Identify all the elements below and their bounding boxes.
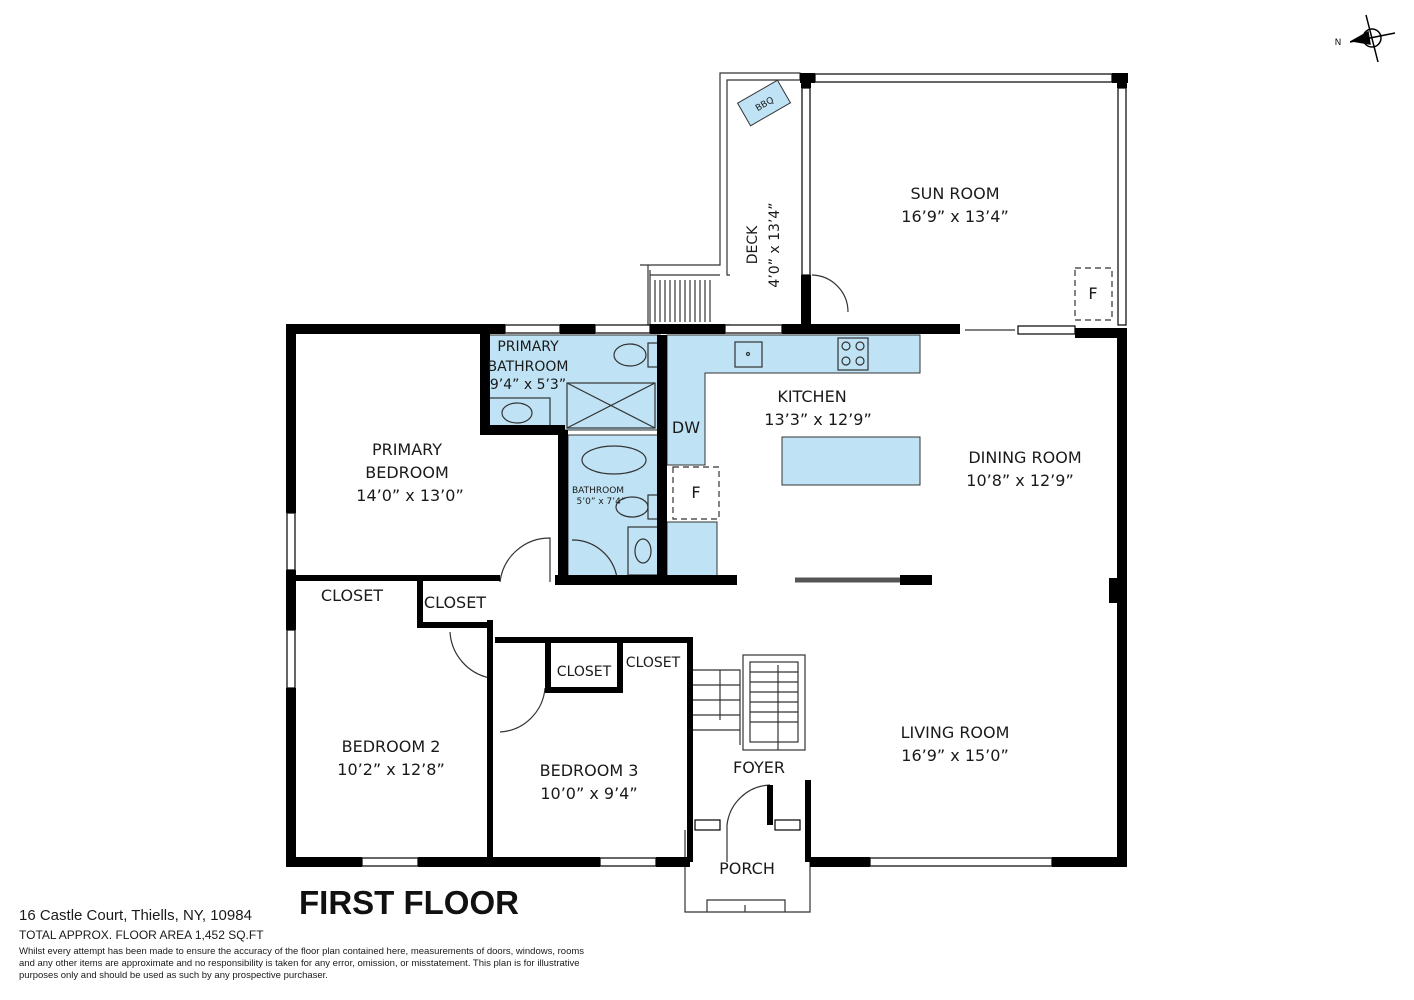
porch-label: PORCH [719, 859, 775, 878]
compass-label: N [1335, 38, 1342, 48]
primary-bathroom-name2: BATHROOM [487, 359, 568, 375]
dining-room-name: DINING ROOM [968, 448, 1081, 467]
foyer-label: FOYER [733, 758, 785, 777]
primary-bedroom-dims: 14’0” x 13’0” [356, 486, 463, 505]
sun-room-dims: 16’9” x 13’4” [901, 207, 1008, 226]
bedroom-2-dims: 10’2” x 12’8” [337, 760, 444, 779]
kitchen-dims: 13’3” x 12’9” [764, 410, 871, 429]
primary-bedroom-name1: PRIMARY [372, 440, 442, 459]
bbq-grill [736, 79, 792, 127]
compass-icon: N [1335, 14, 1396, 63]
kitchen-name: KITCHEN [777, 387, 846, 406]
closet-label: CLOSET [626, 655, 681, 671]
wet-areas [484, 79, 921, 578]
closet-label: CLOSET [424, 593, 486, 612]
total-floor-area: TOTAL APPROX. FLOOR AREA 1,452 SQ.FT [19, 928, 264, 942]
bedroom-3-dims: 10’0” x 9’4” [540, 784, 637, 803]
bathroom-name: BATHROOM [572, 486, 624, 496]
dining-room-dims: 10’8” x 12’9” [966, 471, 1073, 490]
disclaimer: Whilst every attempt has been made to en… [19, 946, 585, 981]
bathroom-dims: 5’0” x 7’4” [577, 497, 626, 507]
deck-dims: 4’0” x 13’4” [767, 202, 783, 287]
property-address: 16 Castle Court, Thiells, NY, 10984 [19, 907, 252, 924]
primary-bedroom-name2: BEDROOM [365, 463, 449, 482]
fridge-label-sunroom: F [1088, 284, 1097, 303]
primary-bathroom-name1: PRIMARY [497, 339, 559, 355]
bedroom-2-name: BEDROOM 2 [342, 737, 441, 756]
living-room-dims: 16’9” x 15’0” [901, 746, 1008, 765]
closet-label: CLOSET [557, 664, 612, 680]
sun-room-name: SUN ROOM [910, 184, 999, 203]
walls [286, 73, 1128, 867]
kitchen-island [781, 436, 921, 486]
closet-label: CLOSET [321, 586, 383, 605]
windows [286, 73, 1127, 867]
primary-bathroom-dims: 9’4” x 5’3” [490, 377, 566, 393]
bedroom-3-name: BEDROOM 3 [540, 761, 639, 780]
fixtures [449, 72, 1113, 913]
dishwasher-label: DW [672, 418, 700, 437]
deck-name: DECK [745, 225, 761, 264]
living-room-name: LIVING ROOM [901, 723, 1010, 742]
fridge-label-kitchen: F [691, 483, 700, 502]
floor-title: FIRST FLOOR [299, 884, 519, 921]
